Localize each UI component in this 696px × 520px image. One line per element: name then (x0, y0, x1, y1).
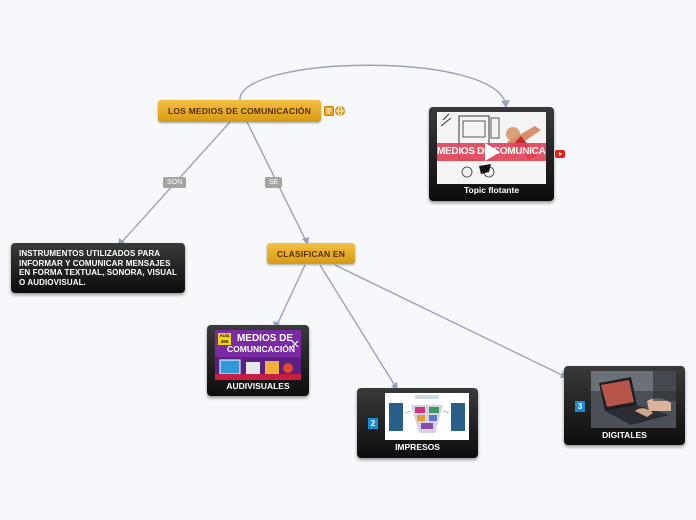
infographic-drawing (385, 393, 469, 440)
definition-text: INSTRUMENTOS UTILIZADOS PARA INFORMAR Y … (19, 249, 177, 287)
floating-topic-node[interactable]: MEDIOS DE COMUNICACION Topic flotante (429, 107, 554, 201)
image-title-2: COMUNICACIÓN (227, 344, 295, 354)
digitales-caption: DIGITALES (602, 430, 647, 440)
impresos-caption: IMPRESOS (395, 442, 440, 452)
laptop-photo (591, 371, 676, 428)
impresos-image[interactable] (385, 393, 469, 440)
note-icon[interactable] (324, 106, 334, 116)
impresos-node[interactable]: 2 IMPRESOS (357, 388, 478, 458)
digitales-node[interactable]: 3 DIGITALES (564, 366, 685, 445)
classify-topic[interactable]: CLASIFICAN EN (267, 243, 355, 264)
play-icon[interactable] (483, 142, 501, 162)
classify-topic-label: CLASIFICAN EN (276, 248, 346, 259)
tools-icon (291, 340, 299, 348)
arrowhead-floating (501, 100, 510, 108)
impresos-number-badge: 2 (368, 418, 378, 429)
connector-classify-digitales (334, 264, 567, 378)
root-topic[interactable]: LOS MEDIOS DE COMUNICACIÓN (158, 100, 321, 122)
edge-label-se[interactable]: SE (265, 177, 283, 188)
audiovisuales-caption: AUDIVISUALES (226, 381, 290, 391)
youtube-icon[interactable] (555, 150, 565, 158)
image-title-1: MEDIOS DE (236, 333, 294, 344)
connector-classify-audiovisuales (275, 264, 306, 328)
floating-topic-caption: Topic flotante (463, 185, 520, 195)
root-topic-label: LOS MEDIOS DE COMUNICACIÓN (167, 106, 312, 116)
audiovisuales-node[interactable]: Aula 365 MEDIOS DE COMUNICACIÓN AUDIVISU… (207, 325, 309, 396)
globe-link-icon[interactable] (335, 106, 345, 116)
edge-label-son[interactable]: SON (163, 177, 187, 188)
aula-tag-text: Aula 365 (219, 333, 230, 344)
media-collage (215, 357, 301, 380)
video-thumbnail[interactable]: MEDIOS DE COMUNICACION (437, 112, 546, 184)
definition-node[interactable]: INSTRUMENTOS UTILIZADOS PARA INFORMAR Y … (11, 243, 185, 293)
digitales-image[interactable] (591, 371, 676, 428)
aula-tag: Aula 365 (218, 333, 231, 345)
digitales-number-badge: 3 (575, 401, 585, 412)
audiovisuales-image[interactable]: Aula 365 MEDIOS DE COMUNICACIÓN (215, 330, 301, 380)
connector-classify-impresos (319, 264, 398, 390)
connector-root-floating (239, 64, 507, 107)
